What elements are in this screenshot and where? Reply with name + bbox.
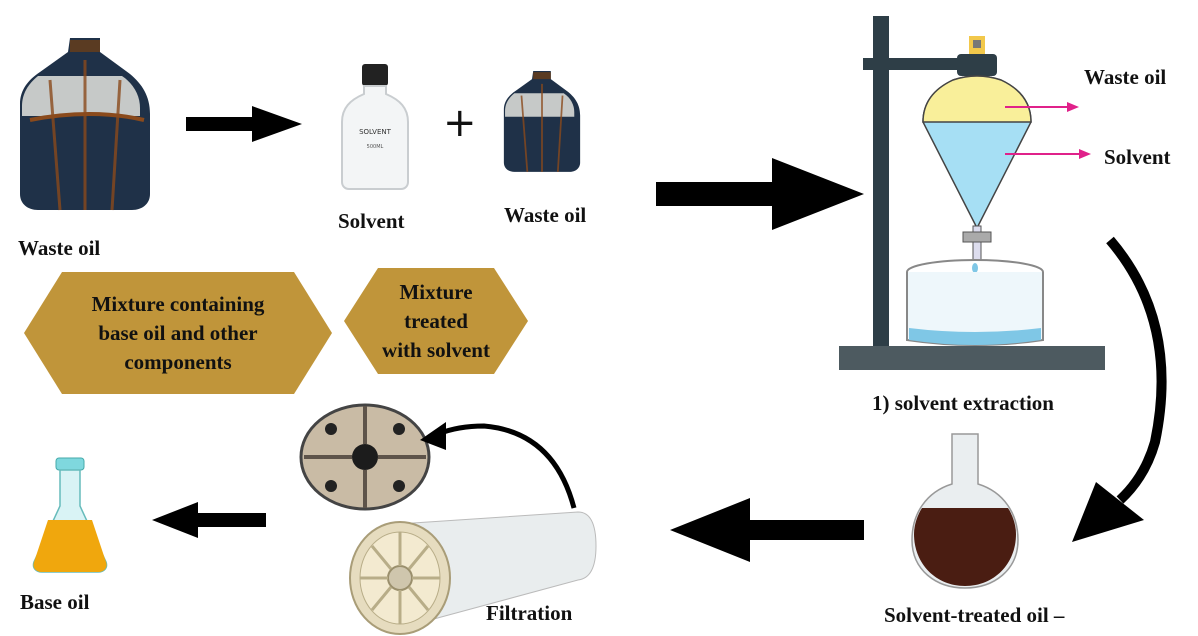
funnel-waste-oil-label: Waste oil xyxy=(1084,65,1167,89)
waste-oil-jug-small-icon xyxy=(503,70,581,172)
svg-text:SOLVENT: SOLVENT xyxy=(359,128,392,136)
flask-treated-oil-icon xyxy=(911,433,1019,589)
solvent-label: Solvent xyxy=(338,209,405,233)
base-oil-label: Base oil xyxy=(20,590,90,614)
waste-oil-label-2: Waste oil xyxy=(504,203,587,227)
hexagon-1-line-2: base oil and other xyxy=(98,320,258,345)
curved-arrow-up-icon xyxy=(420,422,577,509)
solvent-bottle-icon: SOLVENT 500ML xyxy=(341,64,409,190)
solvent-treated-oil-label: Solvent-treated oil – xyxy=(884,603,1065,627)
hexagon-mixture-treated: Mixture treated with solvent xyxy=(342,266,530,376)
hexagon-2-line-2: treated xyxy=(404,308,468,333)
hexagon-2-line-3: with solvent xyxy=(382,337,490,362)
separatory-funnel-apparatus xyxy=(839,16,1105,370)
waste-oil-label-1: Waste oil xyxy=(18,236,101,260)
arrow-right-icon xyxy=(186,106,302,142)
filtration-label: Filtration xyxy=(486,601,573,625)
svg-text:500ML: 500ML xyxy=(367,144,384,150)
funnel-solvent-label: Solvent xyxy=(1104,145,1171,169)
arrow-left-icon xyxy=(152,502,266,538)
membrane-module-icon xyxy=(349,511,597,635)
hexagon-1-line-1: Mixture containing xyxy=(91,291,265,316)
arrow-right-large-icon xyxy=(656,158,864,230)
base-oil-flask-icon xyxy=(32,457,108,573)
curved-arrow-down-icon xyxy=(1072,236,1167,542)
hexagon-2-line-1: Mixture xyxy=(399,279,473,304)
arrow-left-large-icon xyxy=(670,498,864,562)
plus-sign: + xyxy=(443,100,477,146)
solvent-extraction-label: 1) solvent extraction xyxy=(872,391,1054,415)
hexagon-1-line-3: components xyxy=(124,349,232,374)
hexagon-mixture-base-oil: Mixture containing base oil and other co… xyxy=(22,270,334,396)
membrane-cross-section-icon xyxy=(299,403,431,511)
waste-oil-jug-icon xyxy=(20,38,150,211)
